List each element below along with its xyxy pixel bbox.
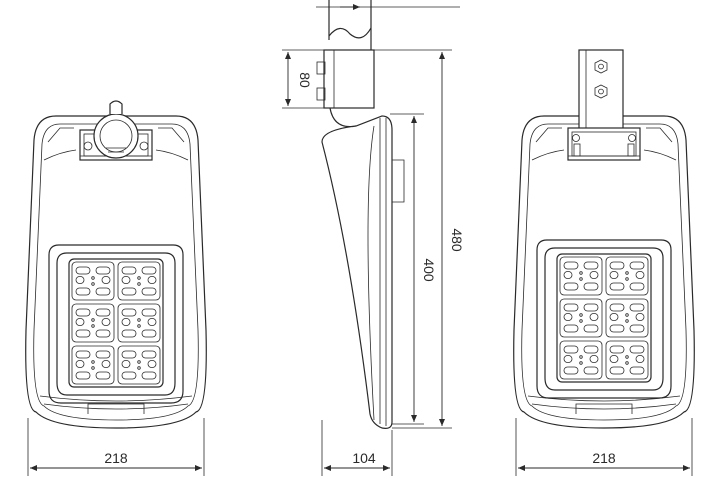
bolt-icon bbox=[139, 141, 149, 151]
side-total-height-label: 480 bbox=[449, 228, 465, 252]
bolt-icon bbox=[628, 134, 636, 142]
bolt-icon bbox=[83, 141, 93, 151]
bolt-icon bbox=[572, 134, 580, 142]
pole-socket bbox=[93, 113, 139, 159]
side-view: 80 400 480 104 bbox=[282, 0, 465, 476]
side-depth-label: 104 bbox=[352, 450, 376, 466]
hex-nut-icon bbox=[594, 59, 608, 74]
front-led-panel bbox=[49, 245, 183, 403]
mount-height-label: 80 bbox=[297, 72, 313, 88]
back-led-panel bbox=[537, 240, 671, 398]
break-line bbox=[328, 27, 372, 39]
back-width-label: 218 bbox=[592, 450, 616, 466]
front-width-label: 218 bbox=[104, 450, 128, 466]
front-view: 218 bbox=[25, 100, 207, 476]
hex-nut-icon bbox=[594, 84, 608, 99]
side-housing-profile bbox=[321, 107, 393, 429]
side-mount-block bbox=[323, 49, 375, 109]
side-inner-height-label: 400 bbox=[421, 258, 437, 282]
back-view: 218 bbox=[513, 49, 695, 476]
